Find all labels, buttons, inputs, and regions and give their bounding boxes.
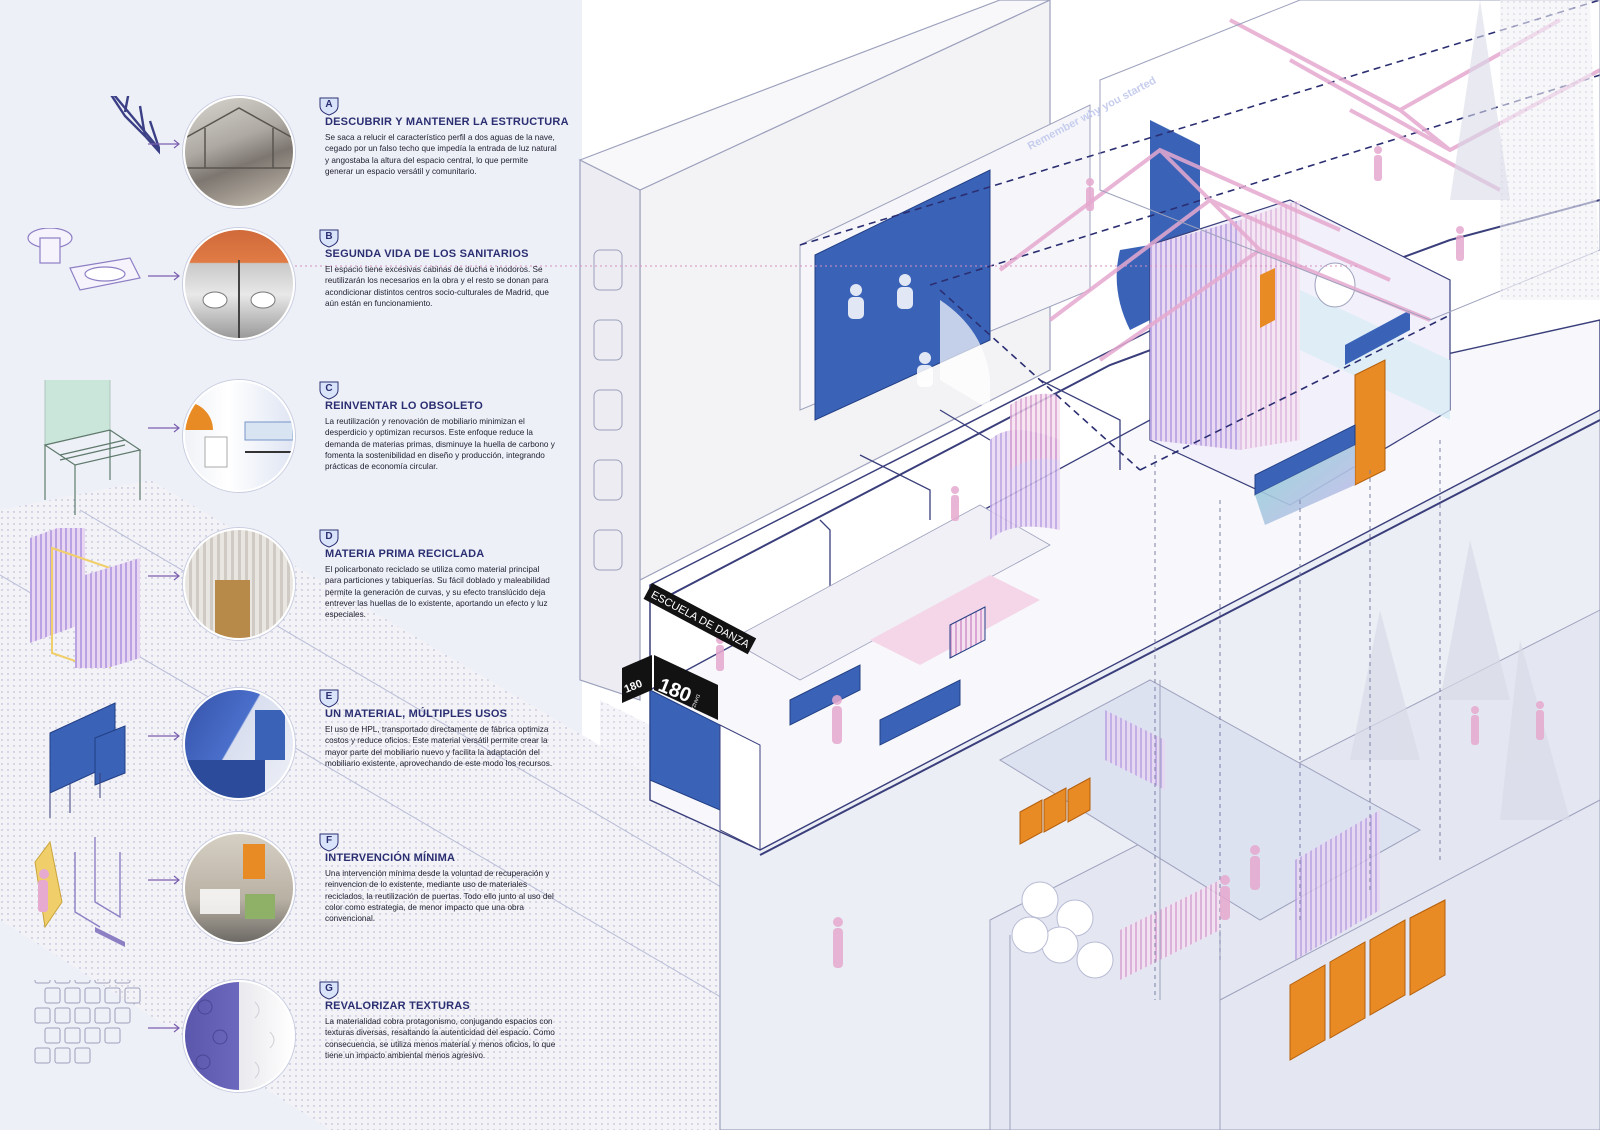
polycarbonate-panels-icon [30, 528, 140, 668]
photo-intervention [183, 832, 295, 944]
roof-truss-icon [110, 96, 160, 155]
photo-structure [183, 96, 295, 208]
arrow-icon [148, 1020, 182, 1033]
badge-letter: C [325, 383, 333, 394]
badge-letter: D [325, 531, 333, 542]
arrow-icon [148, 420, 182, 433]
item-text: La materialidad cobra protagonismo, conj… [325, 1017, 556, 1060]
photo-textures [183, 980, 295, 1092]
badge-f: F [318, 832, 340, 852]
badge-letter: G [325, 983, 333, 994]
item-text: Una intervención mínima desde la volunta… [325, 869, 554, 924]
badge-letter: F [325, 835, 333, 846]
figures [716, 146, 1544, 968]
photo-polycarbonate [183, 528, 295, 640]
arrow-icon [148, 136, 182, 149]
lower-volume [719, 359, 1600, 1130]
badge-g: G [318, 980, 340, 1000]
item-title: INTERVENCIÓN MÍNIMA [325, 852, 456, 864]
number-sign: 180 180 DANZA [622, 655, 718, 720]
seated-figures [848, 274, 933, 387]
photo-furniture [183, 380, 295, 492]
item-text: El uso de HPL, transportado directamente… [325, 725, 553, 768]
item-f: F INTERVENCIÓN MÍNIMA Una intervención m… [0, 832, 582, 972]
arrow-icon [148, 268, 182, 281]
badge-letter: B [325, 231, 333, 242]
badge-e: E [318, 688, 340, 708]
upper-floor [799, 0, 1600, 1000]
item-title: UN MATERIAL, MÚLTIPLES USOS [325, 708, 508, 720]
bench-mirror-icon [43, 380, 142, 515]
hpl-furniture-icon [49, 702, 126, 818]
item-a: A DESCUBRIR Y MANTENER LA ESTRUCTURA Se … [0, 96, 582, 236]
arrow-icon [148, 872, 182, 885]
item-title: MATERIA PRIMA RECICLADA [325, 548, 485, 560]
item-b: B SEGUNDA VIDA DE LOS SANITARIOS El espa… [0, 228, 582, 368]
item-title: DESCUBRIR Y MANTENER LA ESTRUCTURA [325, 116, 569, 128]
item-g: G REVALORIZAR TEXTURAS La materialidad c… [0, 980, 582, 1120]
badge-letter: E [325, 691, 333, 702]
spotlights [1350, 540, 1570, 820]
item-text: La reutilización y renovación de mobilia… [325, 417, 555, 472]
tile-grid-icon [34, 980, 141, 1064]
badge-c: C [318, 380, 340, 400]
item-text: El policarbonato reciclado se utiliza co… [325, 565, 550, 620]
badge-a: A [318, 96, 340, 116]
photo-sanitaries [183, 228, 295, 340]
item-e: E UN MATERIAL, MÚLTIPLES USOS El uso de … [0, 688, 582, 828]
item-text: El espacio tiene excesivas cabinas de du… [325, 265, 549, 308]
photo-hpl [183, 688, 295, 800]
arrow-icon [148, 568, 182, 581]
item-d: D MATERIA PRIMA RECICLADA El policarbona… [0, 528, 582, 668]
item-text: Se saca a relucir el característico perf… [325, 133, 557, 176]
item-c: C REINVENTAR LO OBSOLETO La reutilizació… [0, 380, 582, 520]
toilet-sink-icon [27, 228, 141, 291]
item-title: SEGUNDA VIDA DE LOS SANITARIOS [325, 248, 529, 260]
badge-letter: A [325, 99, 333, 110]
arrow-icon [148, 728, 182, 741]
item-title: REINVENTAR LO OBSOLETO [325, 400, 484, 412]
item-title: REVALORIZAR TEXTURAS [325, 1000, 470, 1012]
badge-b: B [318, 228, 340, 248]
person-carrying-door-icon [34, 837, 125, 947]
badge-d: D [318, 528, 340, 548]
